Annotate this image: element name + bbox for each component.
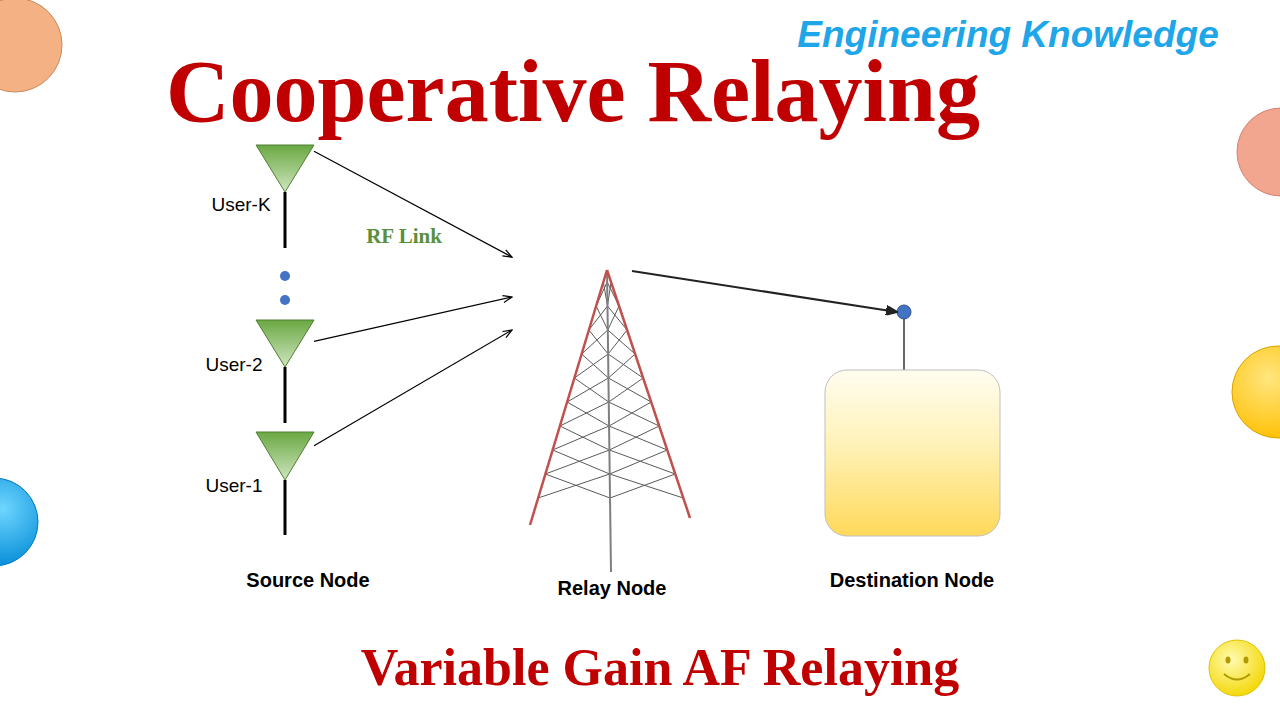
destination-terminal-shape: [822, 312, 1002, 592]
node-label: Relay Node: [558, 578, 667, 598]
terminal-box: [825, 370, 1000, 536]
tower-lattice: [609, 378, 643, 402]
decor-circle: [0, 0, 62, 92]
decor-circle: [1232, 346, 1280, 438]
tower-lattice: [608, 354, 635, 378]
antenna-mast: [284, 192, 287, 248]
tower-lattice: [609, 426, 667, 450]
tower-lattice: [610, 474, 675, 498]
tower-lattice: [589, 330, 608, 354]
user-antenna-shape: [256, 432, 314, 480]
smiley-face: [1209, 640, 1265, 696]
destination-terminal: Destination Node: [822, 312, 1002, 592]
tower-lattice: [609, 402, 651, 426]
signal-link: [314, 151, 512, 257]
antenna-dot: [897, 305, 911, 319]
tower-lattice: [608, 330, 627, 354]
tower-lattice: [574, 378, 608, 402]
tower-lattice: [609, 426, 659, 450]
tower-lattice: [608, 306, 619, 330]
group-label: Source Node: [246, 570, 369, 590]
antenna-triangle: [256, 432, 314, 480]
tower-lattice: [560, 426, 609, 450]
tower-lattice: [553, 426, 609, 450]
tower-lattice: [609, 450, 675, 474]
smiley-eye: [1226, 657, 1231, 664]
tower-leg: [607, 270, 690, 518]
antenna-stem: [903, 318, 904, 370]
user-antenna-shape: [256, 320, 314, 367]
diagram-caption: Variable Gain AF Relaying: [361, 642, 960, 694]
destination-terminal-outline: [825, 305, 1000, 536]
tower-leg: [530, 270, 607, 525]
signal-link: [314, 297, 512, 341]
tower-mast: [607, 270, 611, 572]
user-label: User-K: [211, 195, 270, 214]
tower-lattice: [538, 474, 610, 498]
user-antenna-outline: [256, 320, 314, 423]
signal-link: [632, 271, 897, 312]
signal-link: [314, 330, 512, 446]
user-label: User-2: [205, 355, 262, 374]
user-antenna: User-2: [256, 320, 314, 367]
relay-tower-outline: [530, 270, 690, 572]
antenna-mast: [284, 367, 287, 423]
relay-tower-shape: [512, 240, 632, 600]
user-antenna-outline: [256, 432, 314, 535]
user-antenna: User-K: [256, 145, 314, 192]
node-label: Destination Node: [830, 570, 994, 590]
decor-circle: [1237, 108, 1280, 196]
smiley-eye: [1244, 657, 1249, 664]
tower-lattice: [567, 402, 609, 426]
antenna-triangle: [256, 145, 314, 192]
smiley-mouth: [1224, 674, 1250, 680]
antenna-triangle: [256, 320, 314, 367]
ellipsis-dot: [280, 271, 290, 281]
link-label: RF Link: [366, 226, 442, 247]
tower-lattice: [582, 354, 609, 378]
user-antenna-shape: [256, 145, 314, 192]
antenna-mast: [284, 480, 287, 535]
decor-circle: [0, 478, 38, 566]
ellipsis-dot: [280, 295, 290, 305]
relay-tower: Relay Node: [512, 240, 632, 600]
tower-lattice: [545, 450, 609, 474]
diagram-title: Cooperative Relaying: [166, 48, 980, 136]
tower-lattice: [610, 474, 684, 498]
tower-lattice: [610, 450, 668, 474]
watermark: Engineering Knowledge: [797, 16, 1218, 53]
user-label: User-1: [205, 476, 262, 495]
smiley-face: [1209, 640, 1265, 696]
user-antenna: User-1: [256, 432, 314, 480]
